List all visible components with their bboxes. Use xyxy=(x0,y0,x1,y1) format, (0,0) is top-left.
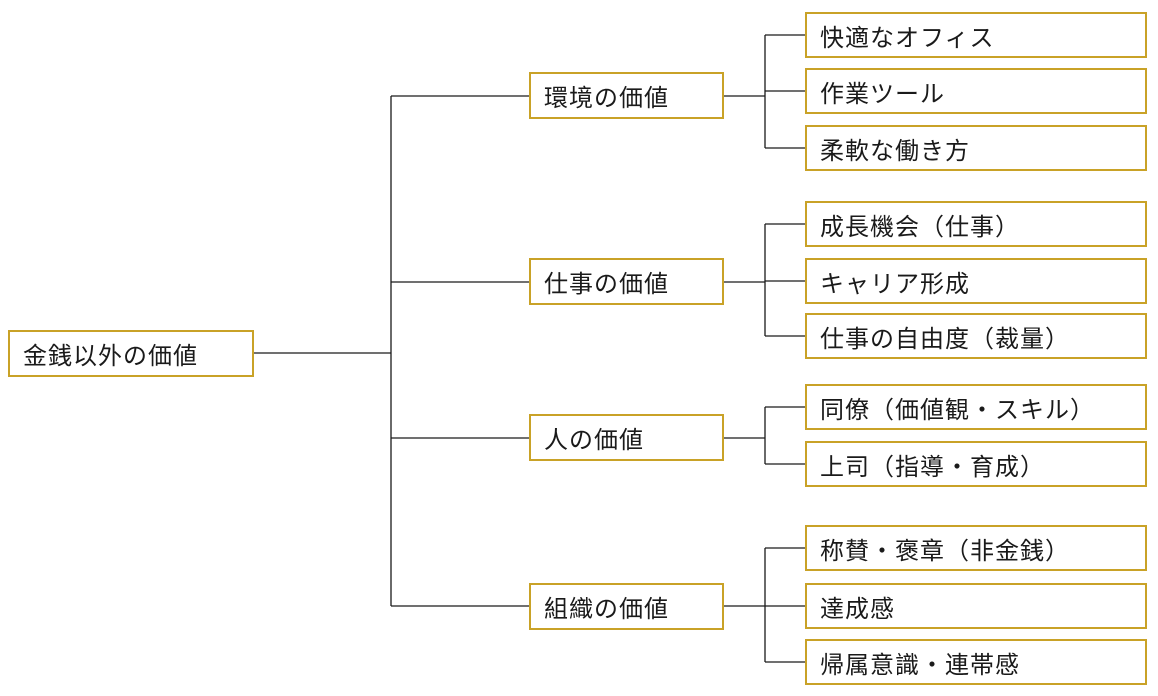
leaf-node: 上司（指導・育成） xyxy=(805,441,1147,487)
category-label: 人の価値 xyxy=(544,426,644,454)
leaf-label: 達成感 xyxy=(820,594,895,623)
leaf-label: 称賛・褒章（非金銭） xyxy=(820,536,1070,565)
category-node-work: 仕事の価値 xyxy=(529,258,724,305)
leaf-node: 称賛・褒章（非金銭） xyxy=(805,525,1147,571)
leaf-node: 作業ツール xyxy=(805,68,1147,114)
leaf-label: 仕事の自由度（裁量） xyxy=(820,324,1070,353)
root-node: 金銭以外の価値 xyxy=(8,330,254,377)
leaf-node: 仕事の自由度（裁量） xyxy=(805,313,1147,359)
leaf-node: 達成感 xyxy=(805,583,1147,629)
leaf-label: 柔軟な働き方 xyxy=(820,136,970,165)
category-node-organization: 組織の価値 xyxy=(529,583,724,630)
leaf-label: 同僚（価値観・スキル） xyxy=(820,395,1095,424)
leaf-label: 成長機会（仕事） xyxy=(820,212,1020,241)
leaf-node: 柔軟な働き方 xyxy=(805,125,1147,171)
leaf-label: 上司（指導・育成） xyxy=(820,452,1045,481)
leaf-label: 作業ツール xyxy=(820,79,945,108)
leaf-node: 同僚（価値観・スキル） xyxy=(805,384,1147,430)
leaf-node: 帰属意識・連帯感 xyxy=(805,639,1147,685)
leaf-node: 快適なオフィス xyxy=(805,12,1147,58)
leaf-node: キャリア形成 xyxy=(805,258,1147,304)
category-node-environment: 環境の価値 xyxy=(529,72,724,119)
category-label: 環境の価値 xyxy=(544,84,669,112)
category-label: 仕事の価値 xyxy=(544,270,669,298)
leaf-label: キャリア形成 xyxy=(820,269,970,298)
category-node-people: 人の価値 xyxy=(529,414,724,461)
category-label: 組織の価値 xyxy=(544,595,669,623)
root-node-label: 金銭以外の価値 xyxy=(23,342,198,370)
leaf-node: 成長機会（仕事） xyxy=(805,201,1147,247)
leaf-label: 帰属意識・連帯感 xyxy=(820,650,1020,679)
leaf-label: 快適なオフィス xyxy=(820,23,995,52)
